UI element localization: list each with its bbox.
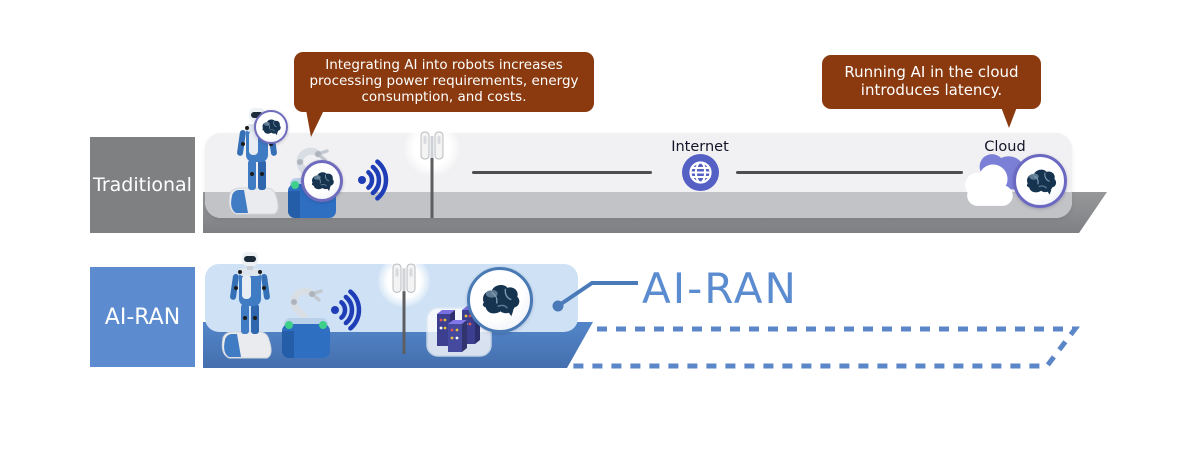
ai-brain-badge-cloud [1013, 154, 1067, 208]
ai-brain-icon [482, 284, 521, 318]
ai-ran-row-label: AI-RAN [90, 267, 195, 367]
dashed-extension-outline [572, 326, 1081, 369]
internet-globe-icon [682, 154, 719, 191]
cloud-label: Cloud [984, 139, 1026, 155]
arm-robot-icon [276, 282, 336, 360]
callout-cloud-text: Running AI in the cloud introduces laten… [844, 63, 1019, 99]
ai-ran-row-label-text: AI-RAN [104, 304, 181, 330]
humanoid-robot-icon [221, 252, 272, 359]
ai-brain-icon [262, 119, 282, 136]
ai-ran-annotation: AI-RAN [642, 264, 798, 313]
traditional-row-label-text: Traditional [93, 174, 192, 196]
cell-antenna-icon [392, 263, 416, 354]
traditional-row-label: Traditional [90, 137, 195, 233]
cell-antenna-icon [420, 131, 444, 218]
callout-cloud-tail [1001, 107, 1017, 128]
ai-brain-icon [311, 171, 335, 192]
wifi-signal-icon [330, 287, 370, 333]
ai-brain-icon [1026, 168, 1057, 195]
callout-robots-tail [306, 110, 324, 137]
connection-line-left [472, 171, 652, 174]
ai-brain-badge-humanoid [254, 110, 288, 144]
callout-robots: Integrating AI into robots increases pro… [294, 52, 594, 112]
ai-brain-badge-arm-robot [301, 160, 343, 202]
wifi-signal-icon [357, 157, 397, 203]
internet-label: Internet [671, 139, 729, 155]
connection-line-right [736, 171, 963, 174]
callout-robots-text: Integrating AI into robots increases pro… [309, 57, 579, 105]
ai-brain-badge-ran [467, 267, 533, 333]
traditional-floor-strip [205, 192, 1072, 218]
callout-cloud: Running AI in the cloud introduces laten… [822, 55, 1041, 109]
